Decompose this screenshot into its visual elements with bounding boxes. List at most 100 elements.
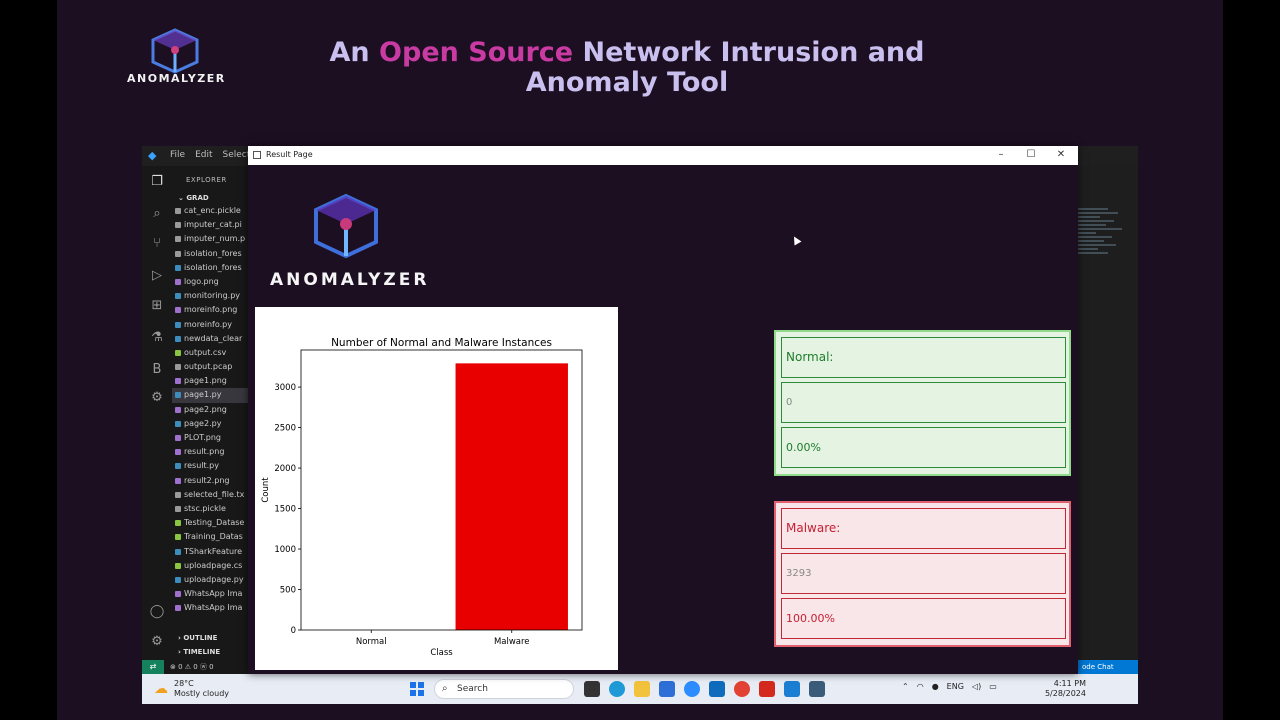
folder-name: GRAD xyxy=(186,194,209,202)
clock-time: 4:11 PM xyxy=(1053,679,1086,688)
taskbar-search[interactable]: ⌕ Search xyxy=(434,679,574,699)
activity-bar: ❐ ⌕ ⑂ ▷ ⊞ ⚗ B ⚙ ◯ ⚙ xyxy=(142,166,172,660)
mail-icon[interactable] xyxy=(709,681,725,697)
file-type-icon xyxy=(175,591,181,598)
taskbar-clock[interactable]: 4:11 PM 5/28/2024 xyxy=(1042,679,1086,699)
gear-icon[interactable]: ⚙ xyxy=(151,634,163,649)
file-item[interactable]: result2.png xyxy=(172,474,248,488)
files-icon[interactable]: ❐ xyxy=(151,174,163,189)
account-icon[interactable]: ◯ xyxy=(149,604,165,619)
minimap[interactable] xyxy=(1078,208,1130,288)
acrobat-icon[interactable] xyxy=(759,681,775,697)
file-item[interactable]: Training_Datas xyxy=(172,530,248,544)
file-item[interactable]: uploadpage.cs xyxy=(172,559,248,573)
file-name: imputer_num.p xyxy=(184,234,246,244)
edge-icon[interactable] xyxy=(609,681,625,697)
file-type-icon xyxy=(175,378,181,385)
chevron-up-icon[interactable]: ⌃ xyxy=(902,682,909,691)
file-item[interactable]: stsc.pickle xyxy=(172,502,248,516)
minimize-button[interactable]: – xyxy=(998,149,1004,160)
wifi-icon[interactable]: ◠ xyxy=(916,682,924,691)
file-item[interactable]: result.png xyxy=(172,445,248,459)
timeline-section[interactable]: › TIMELINE xyxy=(178,648,221,656)
file-name: result.png xyxy=(184,447,225,457)
file-item[interactable]: imputer_num.p xyxy=(172,232,248,246)
file-item[interactable]: isolation_fores xyxy=(172,247,248,261)
slide-title: An Open Source Network Intrusion and Ano… xyxy=(257,38,997,98)
file-item[interactable]: output.pcap xyxy=(172,360,248,374)
outline-section[interactable]: › OUTLINE xyxy=(178,634,218,642)
file-item[interactable]: TSharkFeature xyxy=(172,545,248,559)
file-type-icon xyxy=(175,534,181,541)
file-item[interactable]: page1.py xyxy=(172,388,248,403)
file-name: output.csv xyxy=(184,347,227,357)
result-titlebar: Result Page – ☐ ✕ xyxy=(248,146,1078,165)
file-type-icon xyxy=(175,562,181,569)
source-control-icon[interactable]: ⑂ xyxy=(153,236,161,251)
file-item[interactable]: PLOT.png xyxy=(172,431,248,445)
volume-icon[interactable]: ◁) xyxy=(971,682,982,691)
file-item[interactable]: newdata_clear xyxy=(172,332,248,346)
file-item[interactable]: moreinfo.py xyxy=(172,318,248,332)
title-part1: An xyxy=(329,37,380,68)
file-type-icon xyxy=(175,335,181,342)
file-item[interactable]: logo.png xyxy=(172,275,248,289)
file-item[interactable]: cat_enc.pickle xyxy=(172,204,248,218)
testing-icon[interactable]: ⚗ xyxy=(151,330,163,345)
file-item[interactable]: result.py xyxy=(172,459,248,473)
file-item[interactable]: monitoring.py xyxy=(172,289,248,303)
file-item[interactable]: selected_file.tx xyxy=(172,488,248,502)
window-app-icon xyxy=(253,151,261,159)
store-icon[interactable] xyxy=(659,681,675,697)
python-app-icon[interactable] xyxy=(809,681,825,697)
menu-edit[interactable]: Edit xyxy=(195,150,213,160)
file-type-icon xyxy=(175,420,181,427)
file-type-icon xyxy=(175,307,181,314)
mic-icon[interactable]: ● xyxy=(931,682,939,691)
file-item[interactable]: output.csv xyxy=(172,346,248,360)
vscode-taskbar-icon[interactable] xyxy=(784,681,800,697)
file-type-icon xyxy=(175,392,181,399)
run-debug-icon[interactable]: ▷ xyxy=(152,268,162,283)
remote-status-icon[interactable]: ⇄ xyxy=(142,660,164,674)
malware-stats-box: Malware: 3293 100.00% xyxy=(774,501,1071,647)
file-explorer-icon[interactable] xyxy=(634,681,650,697)
file-item[interactable]: page2.py xyxy=(172,417,248,431)
chrome-icon[interactable] xyxy=(734,681,750,697)
y-tick-label: 2000 xyxy=(274,464,296,474)
file-type-icon xyxy=(175,222,181,229)
extensions-icon[interactable]: ⊞ xyxy=(151,298,163,313)
menu-selection[interactable]: Selection xyxy=(222,150,264,160)
file-type-icon xyxy=(175,364,181,371)
file-item[interactable]: WhatsApp Ima xyxy=(172,587,248,601)
folder-grad[interactable]: ⌄ GRAD xyxy=(178,194,209,202)
maximize-button[interactable]: ☐ xyxy=(1026,149,1036,160)
zoom-icon[interactable] xyxy=(684,681,700,697)
file-item[interactable]: WhatsApp Ima xyxy=(172,601,248,615)
file-item[interactable]: Testing_Datase xyxy=(172,516,248,530)
battery-icon[interactable]: ▭ xyxy=(989,682,997,691)
search-icon[interactable]: ⌕ xyxy=(153,206,161,221)
y-axis-label: Count xyxy=(261,477,271,503)
close-button[interactable]: ✕ xyxy=(1056,149,1066,160)
malware-count: 3293 xyxy=(781,553,1066,594)
file-item[interactable]: uploadpage.py xyxy=(172,573,248,587)
language-indicator[interactable]: ENG xyxy=(946,682,964,691)
task-view-icon[interactable] xyxy=(584,681,600,697)
chat-status[interactable]: ode Chat xyxy=(1078,660,1138,674)
file-type-icon xyxy=(175,264,181,271)
file-item[interactable]: page2.png xyxy=(172,403,248,417)
start-button[interactable] xyxy=(410,682,424,696)
file-item[interactable]: moreinfo.png xyxy=(172,303,248,317)
b-extension-icon[interactable]: B xyxy=(152,362,162,377)
remote-icon[interactable]: ⚙ xyxy=(151,390,163,405)
file-item[interactable]: page1.png xyxy=(172,374,248,388)
file-item[interactable]: imputer_cat.pi xyxy=(172,218,248,232)
result-page-window: Result Page – ☐ ✕ ANOMALYZER Number of N… xyxy=(248,146,1078,674)
problems-status[interactable]: ⊗ 0 ⚠ 0 ⓦ 0 xyxy=(170,663,214,671)
file-item[interactable]: isolation_fores xyxy=(172,261,248,275)
file-name: WhatsApp Ima xyxy=(184,603,243,613)
menu-file[interactable]: File xyxy=(170,150,186,160)
explorer-title: EXPLORER xyxy=(186,176,227,184)
